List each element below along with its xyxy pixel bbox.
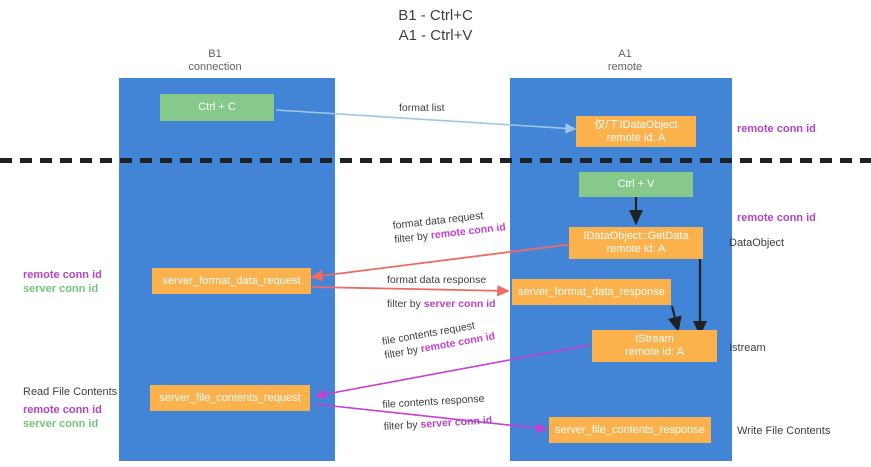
node-server-format-data-request-label: server_format_data_request <box>162 274 301 287</box>
node-getdata-line-2: remote id: A <box>606 243 666 255</box>
annotation-right-dataobject: DataObject <box>729 237 785 249</box>
page-title-line-1: B1 - Ctrl+C <box>398 7 473 24</box>
column-header-b1: B1 connection <box>145 48 285 74</box>
annotation-left-read-file-contents: Read File Contents <box>23 386 118 398</box>
node-server-file-contents-request[interactable]: server_file_contents_request <box>150 385 310 411</box>
annotation-left-server-conn-id-bottom: server conn id <box>23 418 99 430</box>
node-istream-line-2: remote id: A <box>625 346 684 358</box>
node-idataobject-getdata[interactable]: IDataObject::GetData remote id: A <box>569 227 703 259</box>
node-istream-line-1: IStream <box>635 333 674 345</box>
edge-label-file-contents-response-text: file contents response <box>382 392 485 411</box>
annotation-left-server-conn-id-mid: server conn id <box>23 283 99 295</box>
column-header-a1-name: A1 <box>618 48 632 60</box>
filter-key-server-conn-id: server conn id <box>420 414 493 431</box>
filter-key-server-conn-id: server conn id <box>423 298 496 310</box>
node-getdata-line-1: IDataObject::GetData <box>583 230 689 242</box>
node-server-file-contents-response-label: server_file_contents_response <box>555 423 705 436</box>
edge-label-format-data-response-filter: filter by server conn id <box>387 297 496 311</box>
column-header-b1-name: B1 <box>208 48 222 60</box>
edge-label-format-data-response: format data response filter by server co… <box>387 273 496 311</box>
node-idataobject-top-line-1: 仅/ㄒIDataObject <box>594 118 678 131</box>
node-idataobject-top-line-2: remote id: A <box>606 131 666 144</box>
node-ctrl-v-label: Ctrl + V <box>617 178 655 190</box>
annotation-right-write-file-contents: Write File Contents <box>737 425 831 437</box>
node-ctrl-v[interactable]: Ctrl + V <box>579 172 693 197</box>
filter-prefix: filter by <box>393 229 432 246</box>
node-istream[interactable]: IStream remote id: A <box>592 330 717 362</box>
annotation-left-conn-ids-mid: remote conn id server conn id <box>23 268 102 296</box>
node-server-format-data-response[interactable]: server_format_data_response <box>512 279 671 305</box>
node-idataobject-top[interactable]: 仅/ㄒIDataObject remote id: A <box>576 116 696 147</box>
edge-label-format-list: format list <box>399 101 445 115</box>
node-server-format-data-response-label: server_format_data_response <box>518 285 665 298</box>
node-ctrl-c-label: Ctrl + C <box>198 101 236 113</box>
annotation-right-remote-conn-id-mid: remote conn id <box>737 212 816 224</box>
node-server-file-contents-request-label: server_file_contents_request <box>159 391 301 404</box>
node-server-format-data-request[interactable]: server_format_data_request <box>152 268 311 294</box>
filter-prefix: filter by <box>383 418 421 433</box>
column-header-a1: A1 remote <box>555 48 695 74</box>
edge-label-file-contents-response: file contents response filter by server … <box>382 391 493 434</box>
edge-label-format-data-response-text: format data response <box>387 274 487 286</box>
filter-prefix: filter by <box>387 298 424 310</box>
annotation-right-istream: Istream <box>729 342 766 354</box>
annotation-left-remote-conn-id-mid: remote conn id <box>23 269 102 281</box>
edge-label-file-contents-response-filter: filter by server conn id <box>383 413 492 434</box>
column-header-a1-sub: remote <box>607 61 643 73</box>
edge-label-format-list-text: format list <box>399 102 445 114</box>
section-divider <box>0 158 871 163</box>
annotation-left-conn-ids-bottom: remote conn id server conn id <box>23 403 102 431</box>
page-title: B1 - Ctrl+C A1 - Ctrl+V <box>0 6 871 46</box>
node-ctrl-c[interactable]: Ctrl + C <box>160 94 274 121</box>
annotation-left-remote-conn-id-bottom: remote conn id <box>23 404 102 416</box>
page-title-line-2: A1 - Ctrl+V <box>398 27 473 44</box>
node-server-file-contents-response[interactable]: server_file_contents_response <box>549 417 711 443</box>
column-header-b1-sub: connection <box>188 61 242 73</box>
edge-label-format-data-request: format data request filter by remote con… <box>392 206 506 247</box>
annotation-right-remote-conn-id-top: remote conn id <box>737 123 816 135</box>
edge-label-file-contents-request: file contents request filter by remote c… <box>381 316 496 363</box>
